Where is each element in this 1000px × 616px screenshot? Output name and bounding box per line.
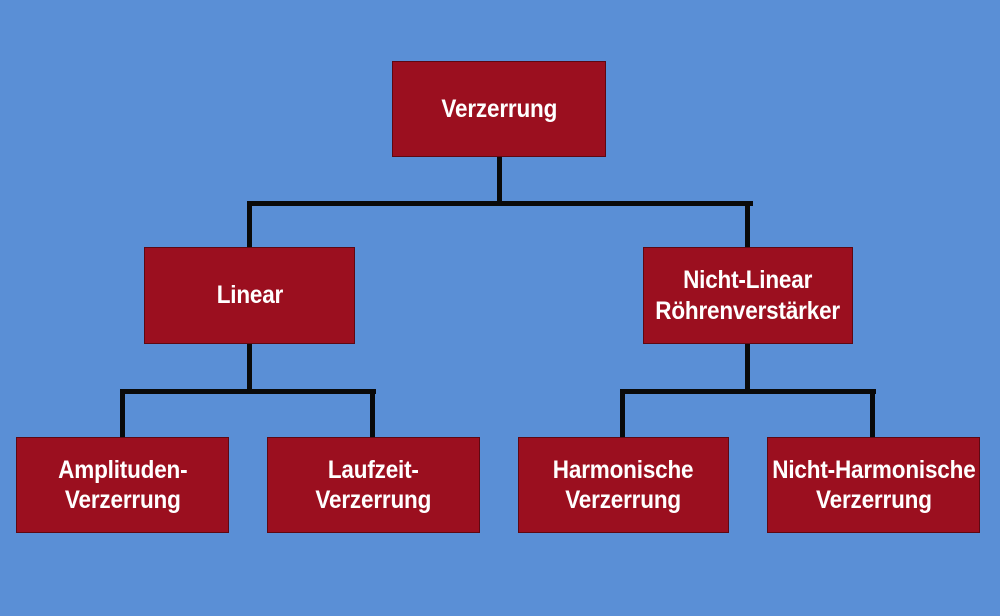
node-linear: Linear [144, 247, 355, 344]
node-laufzeit-verzerrung-label: Laufzeit- Verzerrung [315, 455, 432, 515]
connector-to-laufzeit [370, 389, 375, 437]
node-harmonische-verzerrung-label: Harmonische Verzerrung [553, 455, 694, 515]
node-amplituden-verzerrung: Amplituden- Verzerrung [16, 437, 229, 533]
connector-nicht-linear-stem [745, 344, 750, 394]
node-amplituden-verzerrung-label: Amplituden- Verzerrung [57, 455, 188, 515]
connector-linear-rail [120, 389, 376, 394]
connector-to-linear [247, 201, 252, 247]
node-nicht-linear-label: Nicht-Linear Röhrenverstärker [655, 266, 841, 325]
connector-level2-rail [247, 201, 753, 206]
connector-to-harmonische [620, 389, 625, 437]
connector-nicht-linear-rail [620, 389, 876, 394]
connector-to-nicht-linear [745, 201, 750, 247]
node-linear-label: Linear [216, 281, 283, 310]
connector-to-amplituden [120, 389, 125, 437]
node-verzerrung: Verzerrung [392, 61, 606, 157]
node-verzerrung-label: Verzerrung [441, 94, 557, 123]
node-harmonische-verzerrung: Harmonische Verzerrung [518, 437, 729, 533]
node-nicht-harmonische-verzerrung-label: Nicht-Harmonische Verzerrung [771, 455, 976, 515]
node-nicht-linear: Nicht-Linear Röhrenverstärker [643, 247, 853, 344]
node-laufzeit-verzerrung: Laufzeit- Verzerrung [267, 437, 480, 533]
connector-linear-stem [247, 344, 252, 394]
connector-to-nicht-harmonische [870, 389, 875, 437]
node-nicht-harmonische-verzerrung: Nicht-Harmonische Verzerrung [767, 437, 980, 533]
connector-root-stem [497, 157, 502, 206]
